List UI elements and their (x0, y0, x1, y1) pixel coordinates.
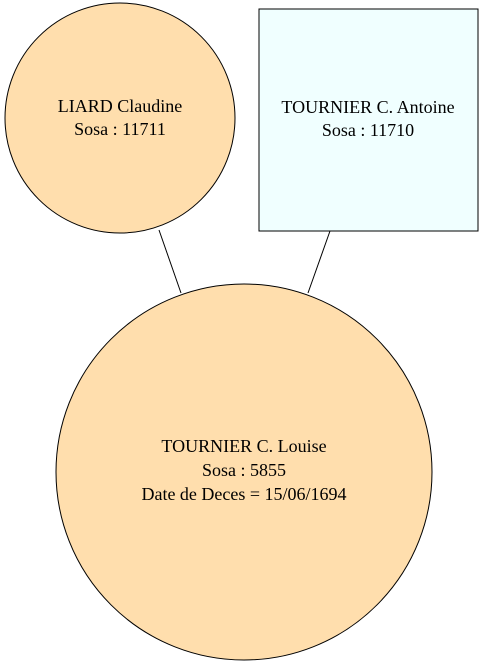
mother-sosa: Sosa : 11711 (74, 119, 166, 139)
edge-mother-to-child (158, 229, 182, 294)
father-sosa: Sosa : 11710 (322, 120, 414, 140)
node-mother[interactable]: LIARD Claudine Sosa : 11711 (4, 2, 236, 234)
node-child[interactable]: TOURNIER C. Louise Sosa : 5855 Date de D… (55, 283, 433, 661)
node-father[interactable]: TOURNIER C. Antoine Sosa : 11710 (258, 8, 479, 232)
father-box (258, 8, 479, 232)
edge-father-to-child (307, 230, 331, 294)
child-sosa: Sosa : 5855 (202, 460, 286, 480)
mother-circle (4, 2, 236, 234)
child-death-date: Date de Deces = 15/06/1694 (141, 484, 346, 504)
mother-name: LIARD Claudine (58, 96, 182, 116)
child-name: TOURNIER C. Louise (161, 436, 326, 456)
father-name: TOURNIER C. Antoine (281, 97, 454, 117)
child-circle (55, 283, 433, 661)
